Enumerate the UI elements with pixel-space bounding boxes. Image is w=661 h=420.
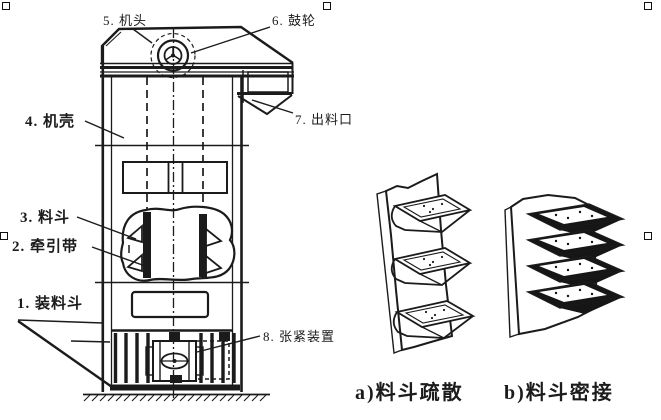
belt-band-right: [199, 214, 207, 277]
caption-b: b)料斗密接: [504, 380, 614, 404]
machine-head-drawing: [100, 25, 294, 64]
selection-handle-right-mid[interactable]: [644, 232, 652, 240]
leader-outlet: [251, 99, 294, 114]
selection-handle-left-mid[interactable]: [0, 232, 8, 240]
lower-window: [130, 290, 210, 319]
bucket-b-2: [525, 229, 626, 262]
bucket-a-2: [390, 247, 473, 286]
leader-belt: [91, 246, 149, 268]
leader-lines: [76, 26, 294, 353]
tensioner-dashed-box: [195, 340, 230, 380]
caption-a: a)料斗疏散: [355, 380, 464, 404]
bucket-cutaway: [120, 205, 236, 282]
label-head: 5. 机头: [103, 13, 147, 28]
detail-b-close-buckets: [504, 193, 626, 338]
discharge-outlet-drawing: [237, 63, 294, 116]
elevator-structure: [17, 25, 294, 402]
upper-window: [122, 161, 228, 194]
leader-casing: [84, 120, 125, 139]
label-casing: 4. 机壳: [25, 112, 75, 130]
bucket-b-4: [525, 281, 626, 314]
label-hopper: 1. 装料斗: [17, 294, 83, 312]
bucket-a-3: [392, 300, 476, 339]
head-flange-band: [100, 62, 294, 78]
boot-stripes: [113, 333, 236, 383]
bucket-right-profiles: [205, 227, 223, 275]
leader-head: [132, 28, 153, 44]
detail-a-spaced-buckets: [376, 172, 476, 354]
ground-hatching: [83, 394, 267, 402]
belt-band-left: [143, 212, 151, 278]
selection-handle-top-mid[interactable]: [323, 2, 331, 10]
loading-hopper-drawing: [17, 319, 113, 388]
selection-handle-top-right[interactable]: [644, 2, 652, 10]
bucket-a-1: [390, 194, 473, 233]
selection-handle-top-left[interactable]: [2, 2, 10, 10]
label-tensioner: 8. 张紧装置: [263, 329, 335, 344]
label-bucket: 3. 料斗: [20, 208, 70, 226]
label-belt: 2. 牵引带: [12, 237, 78, 255]
label-outlet: 7. 出料口: [295, 112, 353, 127]
base-and-ground: [83, 384, 270, 402]
belt-dashed-lines: [146, 77, 204, 209]
label-drum: 6. 鼓轮: [272, 13, 316, 28]
captions: a)料斗疏散 b)料斗密接: [355, 380, 614, 404]
drum-wheel-drawing: [150, 32, 196, 79]
leader-bucket: [76, 216, 137, 240]
tensioner-drawing: [145, 332, 230, 383]
leader-drum: [190, 26, 271, 54]
part-labels: 1. 装料斗 2. 牵引带 3. 料斗 4. 机壳 5. 机头 6. 鼓轮 7.…: [12, 13, 353, 344]
leader-tensioner: [196, 335, 261, 353]
